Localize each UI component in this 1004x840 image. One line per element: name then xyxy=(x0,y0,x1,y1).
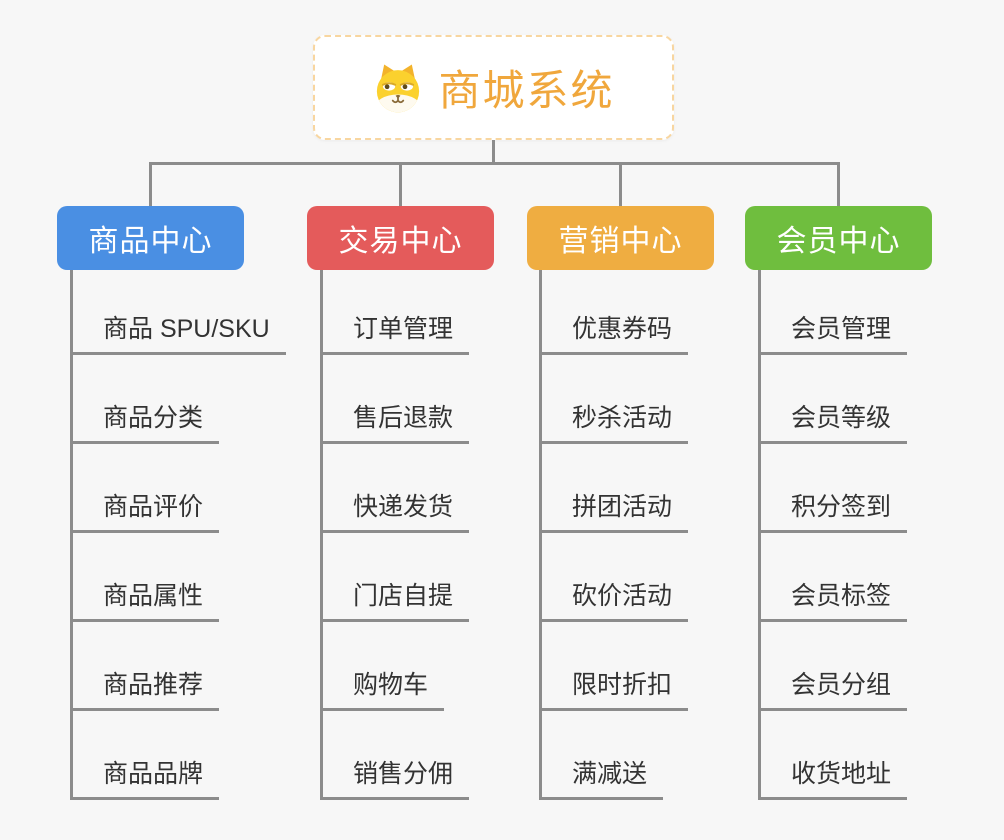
leaf-item[interactable]: 会员分组 xyxy=(758,669,908,711)
connector-drop-member xyxy=(837,162,840,208)
connector-drop-marketing xyxy=(619,162,622,208)
branch-node-member-center[interactable]: 会员中心 xyxy=(745,206,932,270)
branch-node-product-center[interactable]: 商品中心 xyxy=(57,206,244,270)
leaf-item[interactable]: 优惠券码 xyxy=(539,313,689,355)
branch-node-marketing-center[interactable]: 营销中心 xyxy=(527,206,714,270)
connector-bus xyxy=(149,162,840,165)
leaf-item[interactable]: 商品 SPU/SKU xyxy=(70,313,286,355)
leaf-item[interactable]: 销售分佣 xyxy=(320,758,470,800)
leaf-item[interactable]: 限时折扣 xyxy=(539,669,689,711)
leaf-item[interactable]: 售后退款 xyxy=(320,402,470,444)
root-title: 商城系统 xyxy=(438,67,615,114)
branch-label: 商品中心 xyxy=(88,225,213,258)
branch-label: 营销中心 xyxy=(558,225,683,258)
leaf-item[interactable]: 拼团活动 xyxy=(539,491,689,533)
branch-label: 交易中心 xyxy=(338,225,463,258)
leaf-item[interactable]: 门店自提 xyxy=(320,580,470,622)
leaf-item[interactable]: 商品属性 xyxy=(70,580,220,622)
leaf-item[interactable]: 会员等级 xyxy=(758,402,908,444)
connector-drop-product xyxy=(149,162,152,208)
leaf-item[interactable]: 砍价活动 xyxy=(539,580,689,622)
spine-line xyxy=(320,270,323,800)
leaf-item[interactable]: 商品分类 xyxy=(70,402,220,444)
branch-node-trade-center[interactable]: 交易中心 xyxy=(307,206,494,270)
leaf-item[interactable]: 商品品牌 xyxy=(70,758,220,800)
leaf-item[interactable]: 商品推荐 xyxy=(70,669,220,711)
branch-label: 会员中心 xyxy=(776,225,901,258)
spine-line xyxy=(70,270,73,800)
leaf-item[interactable]: 会员管理 xyxy=(758,313,908,355)
root-node[interactable]: 商城系统 xyxy=(313,35,674,140)
dog-icon xyxy=(377,63,420,112)
connector-root-drop xyxy=(492,140,495,165)
leaf-item[interactable]: 秒杀活动 xyxy=(539,402,689,444)
spine-line xyxy=(539,270,542,800)
leaf-item[interactable]: 积分签到 xyxy=(758,491,908,533)
leaf-item[interactable]: 快递发货 xyxy=(320,491,470,533)
leaf-item[interactable]: 满减送 xyxy=(539,758,664,800)
leaf-item[interactable]: 购物车 xyxy=(320,669,445,711)
spine-line xyxy=(758,270,761,800)
connector-drop-trade xyxy=(399,162,402,208)
leaf-item[interactable]: 订单管理 xyxy=(320,313,470,355)
leaf-item[interactable]: 商品评价 xyxy=(70,491,220,533)
leaf-item[interactable]: 收货地址 xyxy=(758,758,908,800)
leaf-item[interactable]: 会员标签 xyxy=(758,580,908,622)
